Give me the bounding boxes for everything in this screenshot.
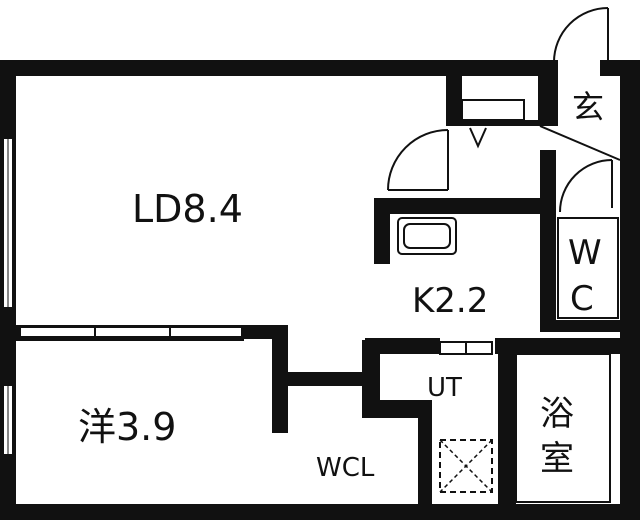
entrance-door	[553, 7, 609, 63]
room-labels: LD8.4 K2.2 洋3.9 玄 W C UT 浴 室 WCL	[78, 88, 604, 483]
window-left-upper	[2, 137, 14, 309]
room-label-kitchen: K2.2	[412, 281, 488, 321]
room-label-wcl: WCL	[316, 453, 375, 483]
room-label-bath-2: 室	[540, 439, 574, 479]
wc-door	[559, 159, 613, 213]
step-marker-hall	[469, 127, 487, 149]
ut-top-panel	[439, 341, 493, 355]
room-label-western-room: 洋3.9	[78, 405, 176, 449]
shoe-shelf	[461, 99, 525, 121]
room-label-ld: LD8.4	[132, 187, 243, 231]
room-label-wc-1: W	[568, 233, 602, 273]
room-label-entrance: 玄	[572, 88, 604, 126]
room-label-utility: UT	[427, 373, 462, 403]
washer-pan-icon	[439, 439, 493, 493]
room-label-bath-1: 浴	[540, 394, 574, 434]
wc-side-panel	[557, 217, 619, 319]
window-left-lower	[2, 384, 14, 456]
hall-door	[387, 129, 449, 191]
room-label-wc-2: C	[570, 279, 594, 319]
entrance-step-line	[539, 125, 621, 161]
sliding-panels-ld-bedroom	[19, 326, 243, 338]
bathroom-outline	[515, 353, 611, 503]
kitchen-sink-icon	[397, 217, 457, 255]
